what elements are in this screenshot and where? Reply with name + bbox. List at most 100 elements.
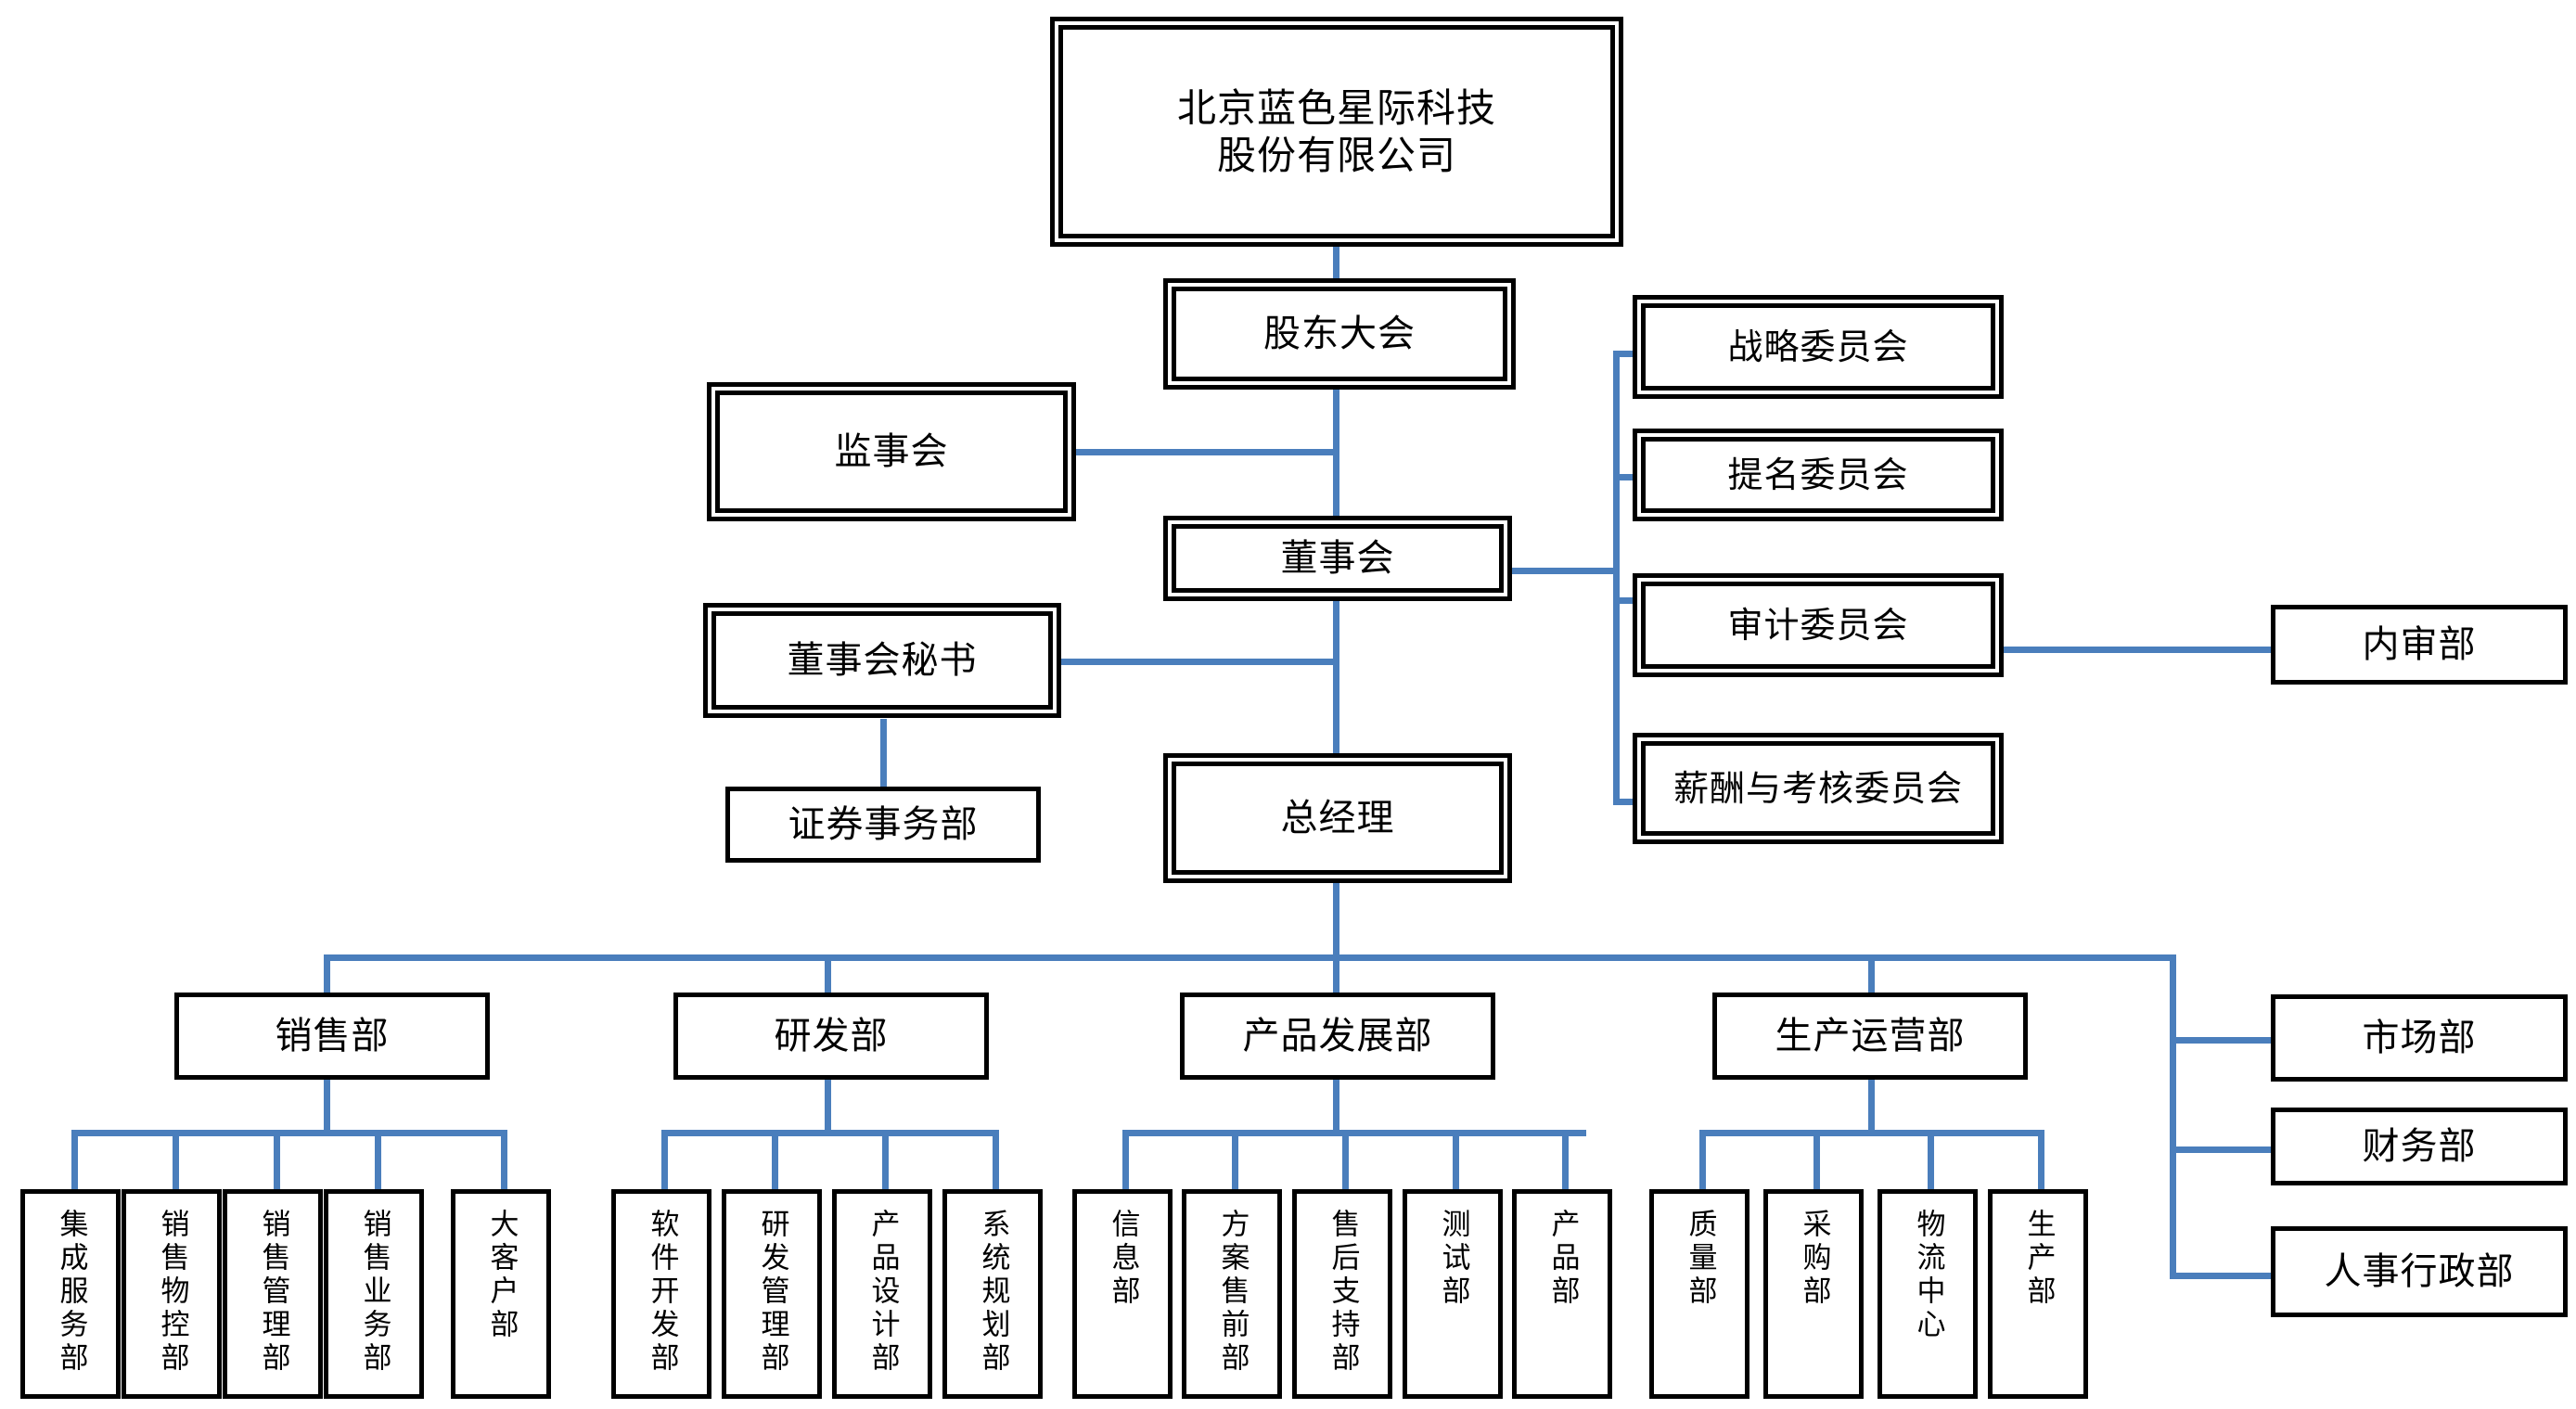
node-sub-product-2-label: 方案售前部 <box>1215 1209 1250 1376</box>
connector-side-market <box>2170 1037 2272 1044</box>
node-sub-rnd-1-label: 软件开发部 <box>645 1209 679 1376</box>
node-sub-sales-3[interactable]: 销售管理部 <box>223 1189 323 1399</box>
connector-sales-child-2 <box>173 1130 179 1193</box>
node-sub-ops-4-label: 生产部 <box>2021 1209 2056 1309</box>
node-side-market[interactable]: 市场部 <box>2271 994 2568 1082</box>
node-sub-product-3[interactable]: 售后支持部 <box>1292 1189 1392 1399</box>
connector-gm-to-bus <box>1333 881 1339 961</box>
node-sub-sales-1[interactable]: 集成服务部 <box>20 1189 121 1399</box>
connector-side-finance <box>2170 1146 2272 1153</box>
node-sub-rnd-1[interactable]: 软件开发部 <box>611 1189 711 1399</box>
node-sub-sales-2[interactable]: 销售物控部 <box>122 1189 222 1399</box>
node-internal-audit[interactable]: 内审部 <box>2271 605 2568 685</box>
node-sub-product-1[interactable]: 信息部 <box>1072 1189 1173 1399</box>
connector-board-to-committees <box>1510 568 1620 574</box>
connector-rnd-child-2 <box>772 1130 778 1193</box>
node-sub-rnd-2-label: 研发管理部 <box>755 1209 789 1376</box>
node-sub-ops-3[interactable]: 物流中心 <box>1878 1189 1978 1399</box>
connector-sales-child-1 <box>71 1130 78 1193</box>
node-general-manager[interactable]: 总经理 <box>1163 753 1512 883</box>
node-board-of-directors[interactable]: 董事会 <box>1163 516 1512 601</box>
node-dept-operations[interactable]: 生产运营部 <box>1712 993 2028 1080</box>
connector-side-hr <box>2170 1273 2272 1279</box>
connector-secretary-to-spine <box>1059 659 1337 665</box>
node-sub-product-3-label: 售后支持部 <box>1326 1209 1360 1376</box>
node-dept-rnd[interactable]: 研发部 <box>673 993 989 1080</box>
node-sub-product-5[interactable]: 产品部 <box>1512 1189 1612 1399</box>
node-sub-sales-1-label: 集成服务部 <box>54 1209 88 1376</box>
committee-trunk <box>1613 351 1620 805</box>
node-committee-audit[interactable]: 审计委员会 <box>1633 573 2004 677</box>
node-sub-rnd-4-label: 系统规划部 <box>976 1209 1010 1376</box>
node-sub-product-2[interactable]: 方案售前部 <box>1182 1189 1282 1399</box>
connector-board-to-gm <box>1333 597 1339 761</box>
node-side-finance[interactable]: 财务部 <box>2271 1108 2568 1185</box>
connector-rnd-child-1 <box>661 1130 668 1193</box>
connector-ops-child-1 <box>1699 1130 1706 1193</box>
node-sub-product-4[interactable]: 测试部 <box>1403 1189 1503 1399</box>
rnd-sub-bus <box>661 1130 995 1136</box>
node-sub-ops-1-label: 质量部 <box>1683 1209 1717 1309</box>
sales-sub-bus <box>71 1130 507 1136</box>
connector-operations-down <box>1868 1080 1875 1134</box>
node-sub-ops-1[interactable]: 质量部 <box>1649 1189 1749 1399</box>
connector-sales-child-4 <box>375 1130 381 1193</box>
connector-sales-down <box>324 1080 330 1134</box>
connector-sales-child-5 <box>501 1130 507 1193</box>
connector-ops-child-3 <box>1928 1130 1934 1193</box>
connector-ops-child-4 <box>2038 1130 2044 1193</box>
node-supervisory-board[interactable]: 监事会 <box>707 382 1076 521</box>
connector-supervisory-to-spine <box>1073 449 1337 455</box>
node-committee-nomination[interactable]: 提名委员会 <box>1633 429 2004 521</box>
node-sub-rnd-3[interactable]: 产品设计部 <box>832 1189 932 1399</box>
node-sub-rnd-4[interactable]: 系统规划部 <box>942 1189 1043 1399</box>
node-sub-sales-4-label: 销售业务部 <box>357 1209 391 1376</box>
connector-bus-to-product <box>1333 954 1339 994</box>
connector-product-child-2 <box>1232 1130 1238 1193</box>
connector-company-to-shareholders <box>1333 243 1339 282</box>
node-securities-affairs[interactable]: 证券事务部 <box>725 787 1041 863</box>
node-sub-ops-2-label: 采购部 <box>1797 1209 1831 1309</box>
node-sub-ops-2[interactable]: 采购部 <box>1763 1189 1864 1399</box>
connector-sales-child-3 <box>274 1130 280 1193</box>
node-sub-product-4-label: 测试部 <box>1436 1209 1470 1309</box>
connector-secretary-to-securities <box>880 719 887 788</box>
company-name-line-1: 北京蓝色星际科技 <box>1176 84 1496 131</box>
connector-ops-child-2 <box>1813 1130 1820 1193</box>
node-sub-sales-4[interactable]: 销售业务部 <box>324 1189 424 1399</box>
connector-shareholders-to-board <box>1333 388 1339 532</box>
node-sub-sales-5-label: 大客户部 <box>484 1209 519 1342</box>
node-dept-product[interactable]: 产品发展部 <box>1180 993 1495 1080</box>
node-committee-compensation[interactable]: 薪酬与考核委员会 <box>1633 733 2004 844</box>
connector-rnd-down <box>825 1080 831 1134</box>
operations-sub-bus <box>1699 1130 2043 1136</box>
node-side-hr[interactable]: 人事行政部 <box>2271 1226 2568 1317</box>
node-dept-sales[interactable]: 销售部 <box>174 993 490 1080</box>
node-sub-product-5-label: 产品部 <box>1545 1209 1580 1309</box>
node-sub-product-1-label: 信息部 <box>1106 1209 1140 1309</box>
node-company[interactable]: 北京蓝色星际科技 股份有限公司 <box>1050 17 1623 247</box>
connector-audit-to-internal-audit <box>2004 647 2277 653</box>
connector-product-down <box>1333 1080 1339 1134</box>
department-bus <box>324 954 2176 961</box>
node-sub-sales-5[interactable]: 大客户部 <box>451 1189 551 1399</box>
node-shareholders-meeting[interactable]: 股东大会 <box>1163 278 1516 390</box>
connector-bus-to-operations <box>1868 954 1875 994</box>
connector-product-child-5 <box>1562 1130 1569 1193</box>
connector-product-child-4 <box>1453 1130 1459 1193</box>
product-sub-bus <box>1122 1130 1586 1136</box>
connector-product-child-3 <box>1342 1130 1349 1193</box>
connector-rnd-child-4 <box>993 1130 999 1193</box>
connector-bus-to-rnd <box>825 954 831 994</box>
node-committee-strategy[interactable]: 战略委员会 <box>1633 295 2004 399</box>
connector-rnd-child-3 <box>882 1130 889 1193</box>
connector-product-child-1 <box>1122 1130 1129 1193</box>
node-sub-rnd-2[interactable]: 研发管理部 <box>722 1189 822 1399</box>
node-sub-sales-2-label: 销售物控部 <box>155 1209 189 1376</box>
node-board-secretary[interactable]: 董事会秘书 <box>703 603 1061 718</box>
side-department-trunk <box>2170 954 2176 1279</box>
company-name-line-2: 股份有限公司 <box>1216 133 1456 178</box>
node-sub-rnd-3-label: 产品设计部 <box>865 1209 900 1376</box>
node-sub-ops-4[interactable]: 生产部 <box>1988 1189 2088 1399</box>
